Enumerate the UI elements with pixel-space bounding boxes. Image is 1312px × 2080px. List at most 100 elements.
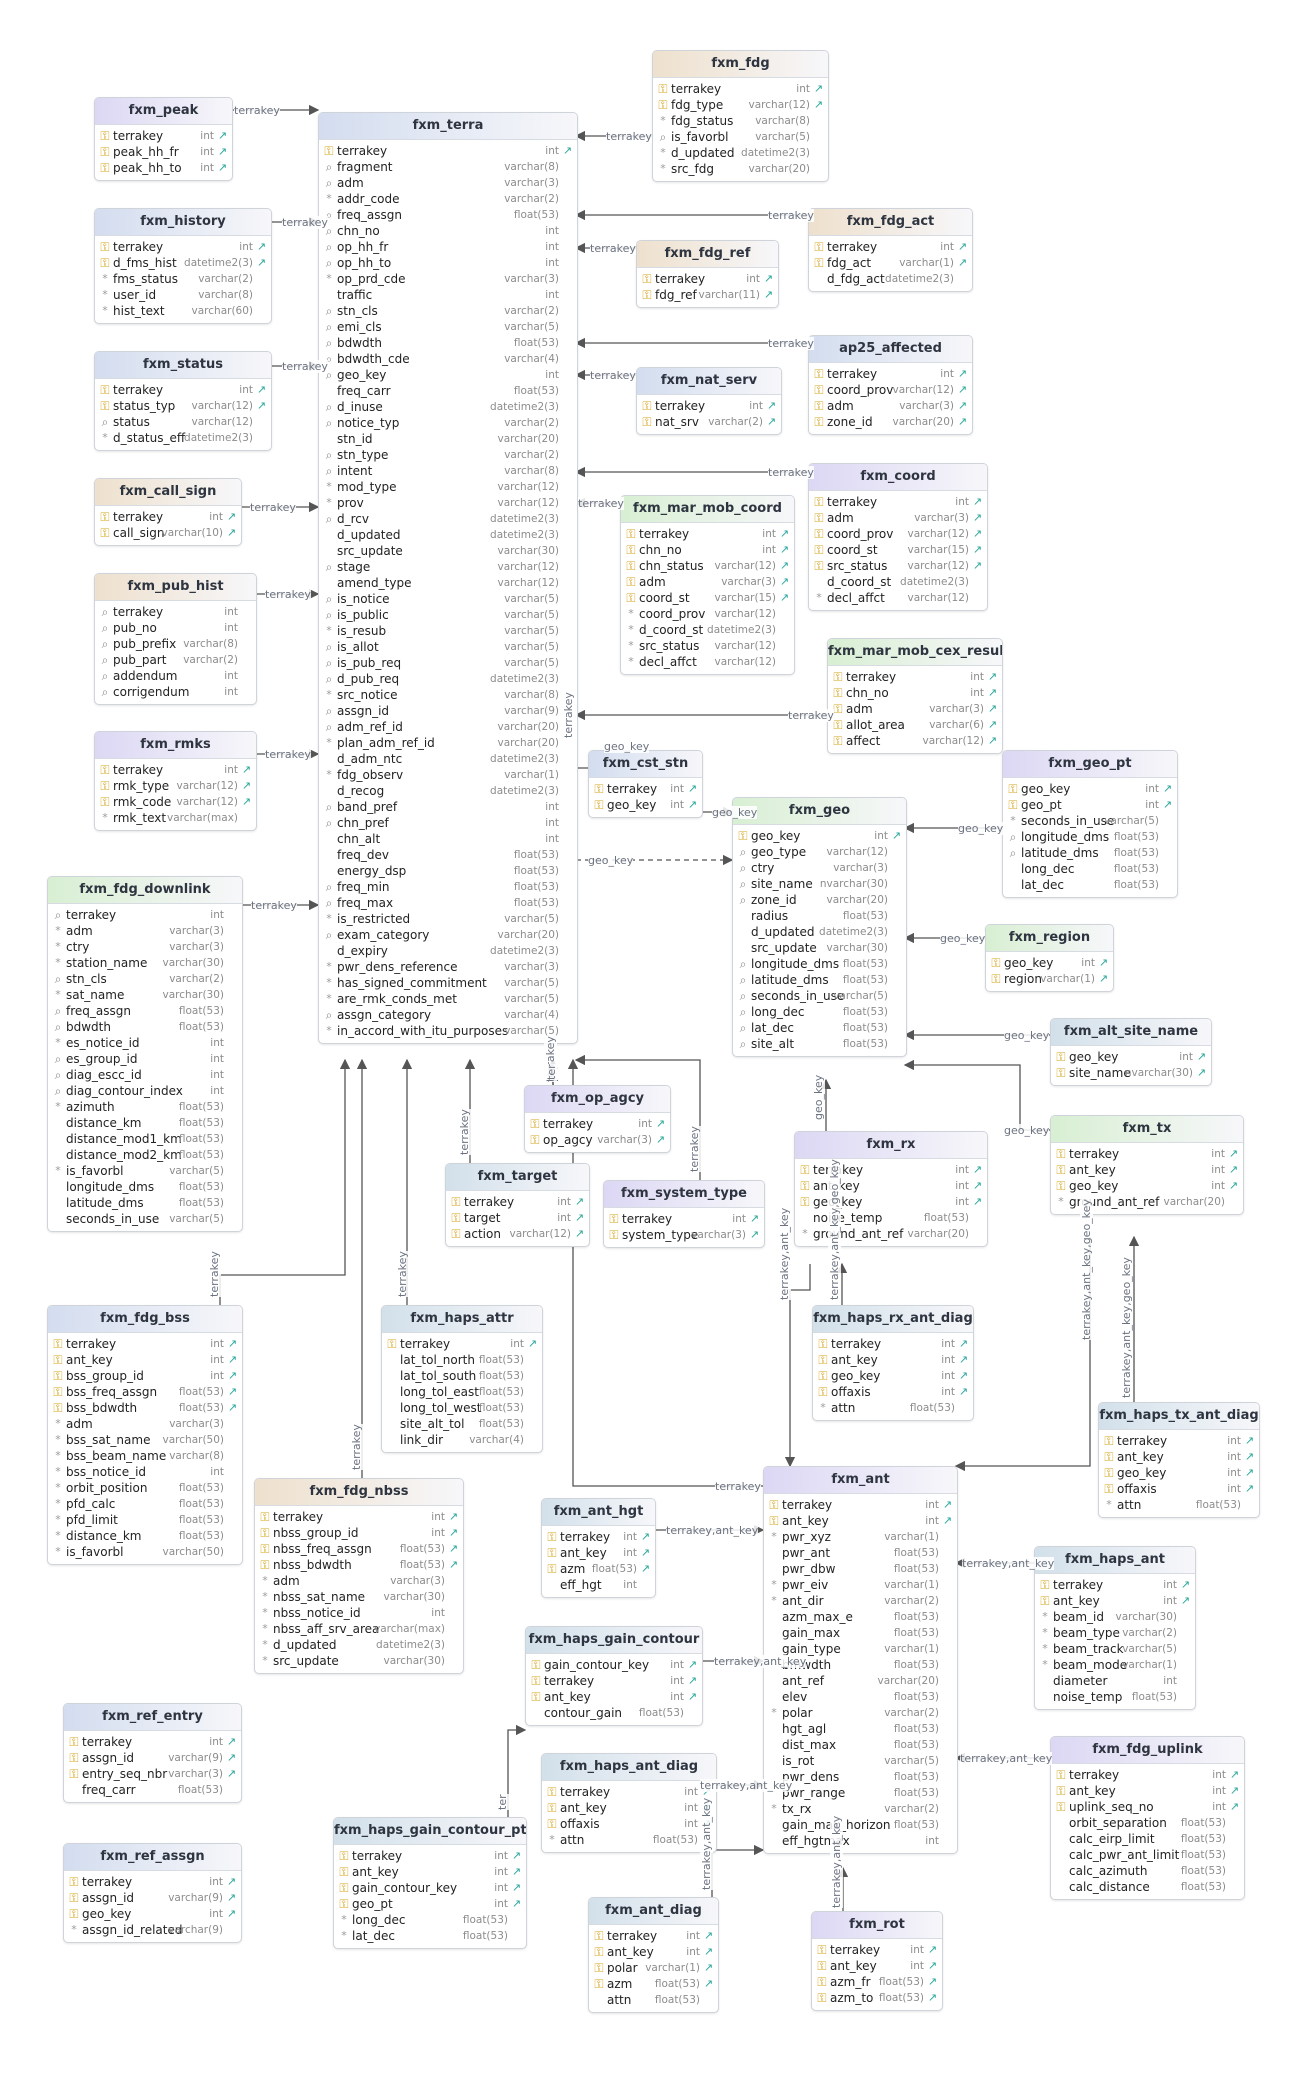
column-row[interactable]: d_adm_ntcdatetime2(3) xyxy=(319,751,577,767)
column-row[interactable]: long_tol_eastfloat(53) xyxy=(382,1384,542,1400)
column-row[interactable]: ⌕corrigendumint xyxy=(95,684,256,700)
column-row[interactable]: *distance_kmfloat(53) xyxy=(48,1528,242,1544)
column-row[interactable]: stn_idvarchar(20) xyxy=(319,431,577,447)
column-row[interactable]: ⚿bss_freq_assgnfloat(53)↗ xyxy=(48,1384,242,1400)
column-row[interactable]: ⚿terrakeyint↗ xyxy=(809,366,972,382)
column-row[interactable]: ⌕admvarchar(3) xyxy=(319,175,577,191)
column-row[interactable]: *d_coord_stdatetime2(3) xyxy=(621,622,794,638)
column-row[interactable]: ⚿terrakeyint↗ xyxy=(542,1529,655,1545)
column-row[interactable]: d_updateddatetime2(3) xyxy=(733,924,906,940)
column-row[interactable]: lat_decfloat(53) xyxy=(1003,877,1177,893)
column-row[interactable]: calc_distancefloat(53) xyxy=(1051,1879,1244,1895)
column-row[interactable]: ⌕pub_prefixvarchar(8) xyxy=(95,636,256,652)
column-row[interactable]: ⚿terrakeyint↗ xyxy=(653,81,828,97)
column-row[interactable]: ⚿ant_keyint↗ xyxy=(764,1513,957,1529)
column-row[interactable]: ⌕chn_noint xyxy=(319,223,577,239)
column-row[interactable]: ⚿terrakeyint↗ xyxy=(542,1784,716,1800)
column-row[interactable]: d_coord_stdatetime2(3) xyxy=(809,574,987,590)
table-fxm-cst-stn[interactable]: fxm_cst_stn⚿terrakeyint↗⚿geo_keyint↗ xyxy=(588,750,703,818)
column-row[interactable]: *beam_typevarchar(2) xyxy=(1035,1625,1195,1641)
table-fxm-geo-pt[interactable]: fxm_geo_pt⚿geo_keyint↗⚿geo_ptint↗*second… xyxy=(1002,750,1178,898)
column-row[interactable]: *is_restrictedvarchar(5) xyxy=(319,911,577,927)
column-row[interactable]: ⌕band_prefint xyxy=(319,799,577,815)
column-row[interactable]: ⚿geo_keyint↗ xyxy=(733,828,906,844)
column-row[interactable]: ⚿polarvarchar(1)↗ xyxy=(589,1960,718,1976)
column-row[interactable]: calc_eirp_limitfloat(53) xyxy=(1051,1831,1244,1847)
column-row[interactable]: ⌕bdwdth_cdevarchar(4) xyxy=(319,351,577,367)
column-row[interactable]: *nbss_aff_srv_areavarchar(max) xyxy=(255,1621,463,1637)
column-row[interactable]: d_recogdatetime2(3) xyxy=(319,783,577,799)
column-row[interactable]: ⚿geo_keyint↗ xyxy=(1099,1465,1259,1481)
table-fxm-pub-hist[interactable]: fxm_pub_hist⌕terrakeyint⌕pub_noint⌕pub_p… xyxy=(94,573,257,705)
column-row[interactable]: attnfloat(53) xyxy=(589,1992,718,2008)
column-row[interactable]: ⚿ant_keyint↗ xyxy=(1051,1783,1244,1799)
column-row[interactable]: ⚿gain_contour_keyint↗ xyxy=(526,1657,702,1673)
column-row[interactable]: ⌕geo_typevarchar(12) xyxy=(733,844,906,860)
column-row[interactable]: ⌕zone_idvarchar(20) xyxy=(733,892,906,908)
column-row[interactable]: *in_accord_with_itu_purposesvarchar(5) xyxy=(319,1023,577,1039)
column-row[interactable]: *src_fdgvarchar(20) xyxy=(653,161,828,177)
column-row[interactable]: ⌕freq_assgnfloat(53) xyxy=(319,207,577,223)
column-row[interactable]: d_expirydatetime2(3) xyxy=(319,943,577,959)
table-fxm-system-type[interactable]: fxm_system_type⚿terrakeyint↗⚿system_type… xyxy=(603,1180,765,1248)
column-row[interactable]: longitude_dmsfloat(53) xyxy=(48,1179,242,1195)
column-row[interactable]: calc_pwr_ant_limitfloat(53) xyxy=(1051,1847,1244,1863)
column-row[interactable]: *beam_modevarchar(1) xyxy=(1035,1657,1195,1673)
column-row[interactable]: ⚿nbss_group_idint↗ xyxy=(255,1525,463,1541)
column-row[interactable]: eff_hgtmaxint xyxy=(764,1833,957,1849)
column-row[interactable]: ⌕pub_noint xyxy=(95,620,256,636)
column-row[interactable]: *has_signed_commitmentvarchar(5) xyxy=(319,975,577,991)
column-row[interactable]: ⚿terrakeyint↗ xyxy=(64,1874,241,1890)
column-row[interactable]: *station_namevarchar(30) xyxy=(48,955,242,971)
column-row[interactable]: ⚿geo_keyint↗ xyxy=(1003,781,1177,797)
column-row[interactable]: *src_statusvarchar(12) xyxy=(621,638,794,654)
column-row[interactable]: *is_resubvarchar(5) xyxy=(319,623,577,639)
column-row[interactable]: ⚿terrakeyint↗ xyxy=(525,1116,670,1132)
column-row[interactable]: ⚿assgn_idvarchar(9)↗ xyxy=(64,1890,241,1906)
column-row[interactable]: ⚿ant_keyint↗ xyxy=(795,1178,987,1194)
column-row[interactable]: *hist_textvarchar(60) xyxy=(95,303,271,319)
column-row[interactable]: ⚿op_agcyvarchar(3)↗ xyxy=(525,1132,670,1148)
column-row[interactable]: ⚿nbss_bdwdthfloat(53)↗ xyxy=(255,1557,463,1573)
column-row[interactable]: ⚿chn_noint↗ xyxy=(828,685,1002,701)
table-fxm-fdg-uplink[interactable]: fxm_fdg_uplink⚿terrakeyint↗⚿ant_keyint↗⚿… xyxy=(1050,1736,1245,1900)
column-row[interactable]: *decl_affctvarchar(12) xyxy=(809,590,987,606)
column-row[interactable]: *provvarchar(12) xyxy=(319,495,577,511)
column-row[interactable]: ⚿admvarchar(3)↗ xyxy=(809,510,987,526)
column-row[interactable]: ⚿geo_ptint↗ xyxy=(1003,797,1177,813)
column-row[interactable]: *src_updatevarchar(30) xyxy=(255,1653,463,1669)
column-row[interactable]: gain_typevarchar(1) xyxy=(764,1641,957,1657)
column-row[interactable]: *coord_provvarchar(12) xyxy=(621,606,794,622)
column-row[interactable]: ⌕freq_minfloat(53) xyxy=(319,879,577,895)
table-fxm-alt-site-name[interactable]: fxm_alt_site_name⚿geo_keyint↗⚿site_namen… xyxy=(1050,1018,1212,1086)
column-row[interactable]: ⌕is_publicvarchar(5) xyxy=(319,607,577,623)
column-row[interactable]: ⚿geo_keyint↗ xyxy=(795,1194,987,1210)
column-row[interactable]: *orbit_positionfloat(53) xyxy=(48,1480,242,1496)
column-row[interactable]: ⚿actionvarchar(12)↗ xyxy=(446,1226,589,1242)
column-row[interactable]: ⚿terrakeyint↗ xyxy=(1099,1433,1259,1449)
column-row[interactable]: ⚿ant_keyint↗ xyxy=(526,1689,702,1705)
column-row[interactable]: d_updateddatetime2(3) xyxy=(319,527,577,543)
column-row[interactable]: ⌕op_hh_toint xyxy=(319,255,577,271)
column-row[interactable]: ⚿terrakeyint↗ xyxy=(809,494,987,510)
column-row[interactable]: *azimuthfloat(53) xyxy=(48,1099,242,1115)
column-row[interactable]: ⌕notice_typvarchar(2) xyxy=(319,415,577,431)
column-row[interactable]: azm_max_efloat(53) xyxy=(764,1609,957,1625)
column-row[interactable]: ⚿ant_keyint↗ xyxy=(542,1800,716,1816)
column-row[interactable]: ⚿geo_keyint↗ xyxy=(589,797,702,813)
column-row[interactable]: ⌕statusvarchar(12) xyxy=(95,414,271,430)
column-row[interactable]: *user_idvarchar(8) xyxy=(95,287,271,303)
column-row[interactable]: ⌕chn_prefint xyxy=(319,815,577,831)
column-row[interactable]: *tx_rxvarchar(2) xyxy=(764,1801,957,1817)
column-row[interactable]: *ant_dirvarchar(2) xyxy=(764,1593,957,1609)
column-row[interactable]: lat_tol_southfloat(53) xyxy=(382,1368,542,1384)
column-row[interactable]: dist_maxfloat(53) xyxy=(764,1737,957,1753)
column-row[interactable]: ⌕longitude_dmsfloat(53) xyxy=(1003,829,1177,845)
column-row[interactable]: ⚿terrakeyint↗ xyxy=(764,1497,957,1513)
table-fxm-tx[interactable]: fxm_tx⚿terrakeyint↗⚿ant_keyint↗⚿geo_keyi… xyxy=(1050,1115,1244,1215)
column-row[interactable]: ⚿fdg_refvarchar(11)↗ xyxy=(637,287,778,303)
column-row[interactable]: *lat_decfloat(53) xyxy=(334,1928,526,1944)
column-row[interactable]: ⚿coord_provvarchar(12)↗ xyxy=(809,526,987,542)
column-row[interactable]: ⌕assgn_idvarchar(9) xyxy=(319,703,577,719)
column-row[interactable]: *polarvarchar(2) xyxy=(764,1705,957,1721)
